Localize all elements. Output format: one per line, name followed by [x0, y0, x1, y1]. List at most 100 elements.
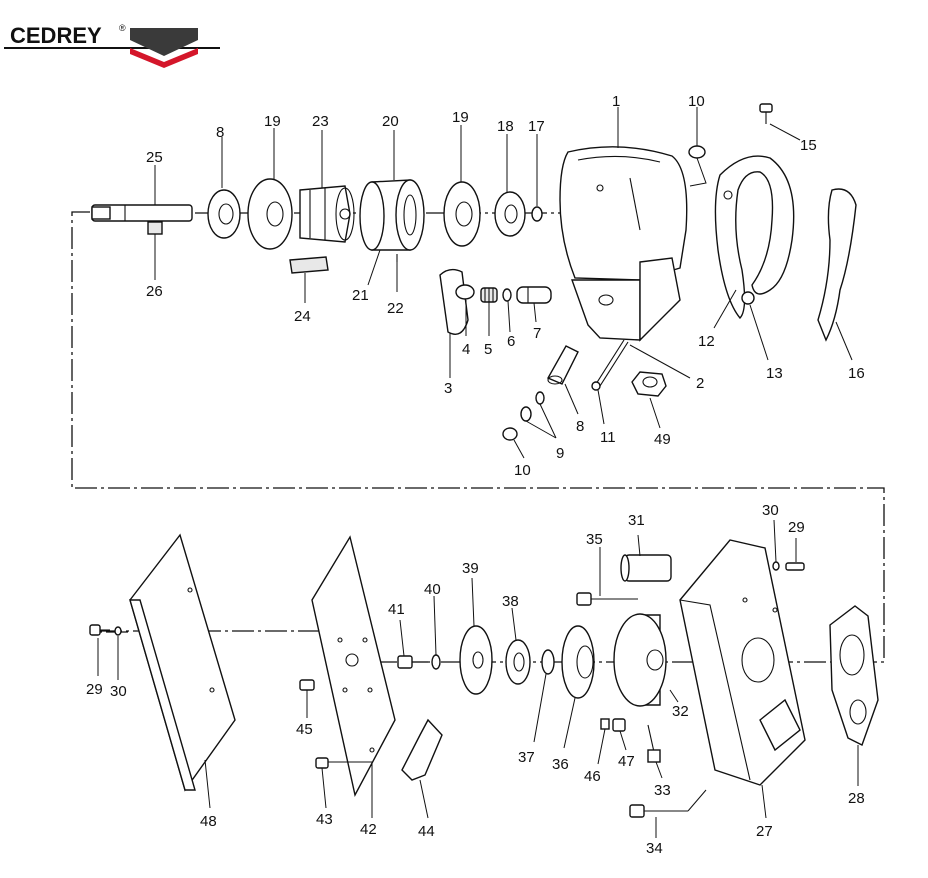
logo-chevron-red	[130, 48, 198, 68]
label-10-lower: 10	[514, 462, 531, 479]
label-49: 49	[654, 431, 671, 448]
label-23: 23	[312, 113, 329, 130]
label-35: 35	[586, 531, 603, 548]
label-1: 1	[612, 93, 620, 110]
label-12: 12	[698, 333, 715, 350]
part-31-cylinder	[620, 554, 672, 582]
label-4: 4	[462, 341, 470, 358]
label-41: 41	[388, 601, 405, 618]
label-8-fitting: 8	[576, 418, 584, 435]
label-19-left: 19	[264, 113, 281, 130]
part-33-stud	[647, 724, 661, 763]
part-16-sleeve	[817, 188, 857, 342]
part-36-cup	[561, 625, 595, 699]
label-47: 47	[618, 753, 635, 770]
part-35-bolt	[576, 592, 638, 606]
part-30-washer-left	[114, 626, 122, 636]
part-9-seals	[520, 391, 545, 422]
label-43: 43	[316, 811, 333, 828]
part-19-plate-right	[443, 181, 481, 247]
label-40: 40	[424, 581, 441, 598]
part-7-valve	[516, 286, 552, 304]
label-5: 5	[484, 341, 492, 358]
label-37: 37	[518, 749, 535, 766]
label-2: 2	[696, 375, 704, 392]
part-labels: 1 2 3 4 5 6 7 8 8 9 10 10 11 12 13 15 16…	[86, 93, 865, 857]
label-13: 13	[766, 365, 783, 382]
part-43-screw	[315, 757, 329, 769]
part-45-screw	[299, 679, 315, 691]
part-34-bolt	[629, 804, 688, 818]
part-10-washer	[688, 145, 706, 159]
label-3: 3	[444, 380, 452, 397]
part-20-cylinder	[359, 179, 425, 251]
part-27-housing-block	[679, 539, 806, 786]
label-30-right: 30	[762, 502, 779, 519]
label-9: 9	[556, 445, 564, 462]
label-36: 36	[552, 756, 569, 773]
label-17: 17	[528, 118, 545, 135]
label-24: 24	[294, 308, 311, 325]
label-22: 22	[387, 300, 404, 317]
label-25: 25	[146, 149, 163, 166]
cedrey-logo: CEDREY ®	[4, 23, 220, 68]
part-38-bearing	[505, 639, 531, 685]
part-41-screw	[397, 655, 428, 669]
part-5-spring	[480, 287, 498, 303]
upper-assembly	[91, 103, 857, 441]
label-7: 7	[533, 325, 541, 342]
label-10-top: 10	[688, 93, 705, 110]
label-30-left: 30	[110, 683, 127, 700]
label-32: 32	[672, 703, 689, 720]
part-47-nut	[612, 718, 626, 732]
part-10-washer-lower	[502, 427, 518, 441]
logo-chevron-dark	[130, 28, 198, 56]
part-15-screw	[759, 103, 773, 124]
label-34: 34	[646, 840, 663, 857]
part-18-bearing	[494, 191, 526, 237]
label-38: 38	[502, 593, 519, 610]
label-44: 44	[418, 823, 435, 840]
brand-name: CEDREY	[10, 23, 102, 48]
part-8-fitting	[547, 345, 579, 385]
label-45: 45	[296, 721, 313, 738]
label-46: 46	[584, 768, 601, 785]
part-3-lever	[439, 268, 475, 335]
part-8-bearing	[207, 189, 241, 239]
part-25-shaft	[91, 204, 193, 222]
part-1-housing	[559, 146, 688, 342]
part-29-screw-left	[89, 624, 110, 636]
part-28-gasket	[829, 605, 879, 746]
part-17-ring	[531, 206, 543, 222]
leader-lines	[97, 107, 859, 838]
part-29-screw-right	[785, 562, 805, 571]
label-15: 15	[800, 137, 817, 154]
part-23-rotor	[299, 185, 355, 243]
label-21: 21	[352, 287, 369, 304]
label-18: 18	[497, 118, 514, 135]
label-27: 27	[756, 823, 773, 840]
part-30-washer-right	[772, 561, 780, 571]
label-26: 26	[146, 283, 163, 300]
brand-reg-mark: ®	[119, 23, 126, 33]
label-20: 20	[382, 113, 399, 130]
part-40-washer	[431, 654, 441, 670]
label-29-left: 29	[86, 681, 103, 698]
part-26-key	[147, 221, 163, 235]
label-42: 42	[360, 821, 377, 838]
part-32-counterweight	[613, 613, 667, 707]
part-19-plate-left	[247, 178, 293, 250]
label-28: 28	[848, 790, 865, 807]
label-39: 39	[462, 560, 479, 577]
part-39-hub-disc	[459, 625, 493, 695]
part-37-ring	[541, 649, 555, 675]
label-48: 48	[200, 813, 217, 830]
label-16: 16	[848, 365, 865, 382]
part-44-bracket	[401, 718, 443, 781]
part-48-pad	[129, 533, 236, 792]
label-11: 11	[600, 429, 616, 446]
part-49-nut	[631, 371, 667, 397]
label-29-right: 29	[788, 519, 805, 536]
label-19-right: 19	[452, 109, 469, 126]
